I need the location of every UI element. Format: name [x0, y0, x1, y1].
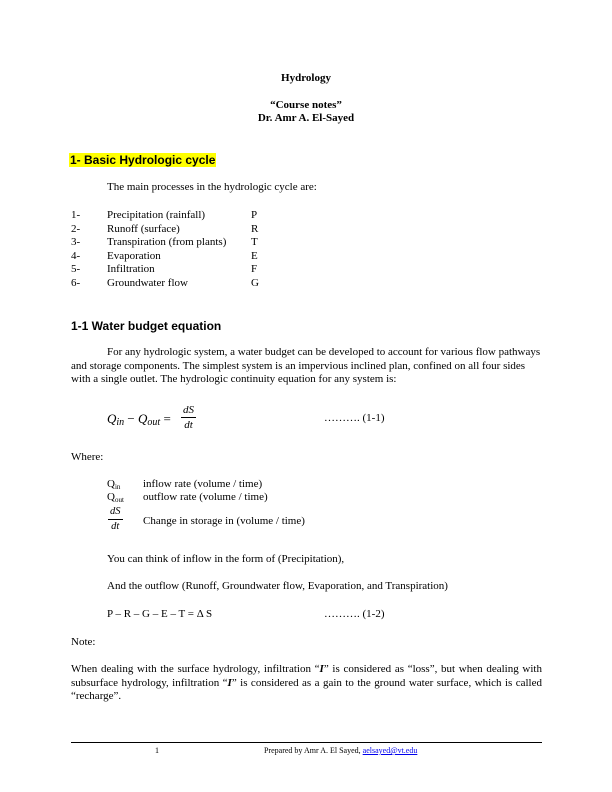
fraction-denominator: dt — [184, 419, 193, 431]
process-symbol: E — [251, 249, 258, 262]
list-number: 2- — [71, 222, 81, 235]
q-symbol: Q — [138, 411, 148, 426]
highlighted-heading-text: 1- Basic Hydrologic cycle — [69, 153, 217, 167]
definition-q-in-text: inflow rate (volume / time) — [143, 478, 263, 490]
inflow-text: You can think of inflow in the form of (… — [107, 553, 345, 565]
document-subtitle: “Course notes” — [270, 99, 342, 111]
definition-ds-dt-text: Change in storage in (volume / time) — [143, 515, 305, 527]
equation-1-1-label: ………. (1-1) — [324, 412, 385, 424]
note-text: When dealing with the surface hydrology,… — [71, 663, 320, 675]
list-number: 4- — [71, 249, 81, 262]
equals-sign: = — [160, 411, 171, 426]
footer-divider — [71, 742, 542, 743]
minus-sign: − — [124, 411, 139, 426]
process-name: Groundwater flow — [107, 276, 188, 289]
list-number: 1- — [71, 209, 81, 221]
fraction-numerator: dS — [108, 505, 123, 520]
list-number: 5- — [71, 263, 81, 275]
in-subscript: in — [116, 417, 125, 428]
note-text: ” is considered as “loss”, but when deal… — [71, 663, 542, 689]
footer-credit: Prepared by Amr A. El Sayed, aelsayed@vt… — [264, 746, 417, 755]
in-subscript: in — [114, 483, 121, 491]
list-number: 3- — [71, 236, 81, 248]
process-name: Runoff (surface) — [107, 222, 180, 235]
document-author: Dr. Amr A. El-Sayed — [257, 112, 355, 124]
list-number: 6- — [71, 276, 81, 289]
process-symbol: G — [251, 276, 259, 289]
process-name: Transpiration (from plants) — [107, 236, 227, 248]
page-number: 1 — [155, 746, 159, 755]
outflow-text: And the outflow (Runoff, Groundwater flo… — [107, 580, 448, 592]
definition-ds-dt-symbol: dS dt — [108, 505, 123, 534]
process-name: Evaporation — [107, 249, 161, 262]
out-subscript: out — [114, 496, 124, 504]
process-name: Precipitation (rainfall) — [107, 209, 206, 221]
author-email-link[interactable]: aelsayed@vt.edu — [362, 746, 418, 755]
where-label: Where: — [71, 451, 104, 463]
infiltration-symbol: I — [319, 663, 324, 675]
process-name: Infiltration — [107, 263, 155, 275]
equation-1-2-label: ………. (1-2) — [324, 608, 385, 620]
fraction-denominator: dt — [111, 521, 120, 532]
section-intro: The main processes in the hydrologic cyc… — [107, 181, 317, 193]
note-label: Note: — [71, 636, 96, 648]
process-symbol: R — [251, 222, 259, 235]
document-title: Hydrology — [281, 72, 331, 84]
out-subscript: out — [147, 417, 161, 428]
definition-q-in-symbol: Qin — [107, 478, 120, 491]
prepared-by-text: Prepared by Amr A. El Sayed, — [264, 746, 363, 755]
fraction-numerator: dS — [181, 404, 196, 418]
q-symbol: Q — [107, 411, 117, 426]
water-budget-paragraph: For any hydrologic system, a water budge… — [71, 346, 541, 385]
process-symbol: P — [251, 209, 258, 221]
ds-dt-fraction: dS dt — [181, 403, 196, 432]
note-text: ” is considered as a gain to the ground … — [71, 676, 542, 703]
q-symbol: Q — [107, 478, 115, 490]
process-symbol: F — [251, 263, 258, 275]
equation-lhs: Qin − Qout = — [107, 411, 171, 428]
definition-q-out-text: outflow rate (volume / time) — [143, 491, 268, 503]
equation-1-2: P – R – G – E – T = Δ S — [107, 608, 213, 620]
section-heading-basic-hydrologic-cycle: 1- Basic Hydrologic cycle — [69, 153, 217, 167]
definition-q-out-symbol: Qout — [107, 491, 124, 504]
note-paragraph: When dealing with the surface hydrology,… — [71, 663, 542, 704]
infiltration-symbol: I — [227, 676, 232, 689]
process-symbol: T — [251, 236, 258, 248]
section-heading-water-budget: 1-1 Water budget equation — [71, 319, 222, 333]
q-symbol: Q — [107, 491, 115, 503]
